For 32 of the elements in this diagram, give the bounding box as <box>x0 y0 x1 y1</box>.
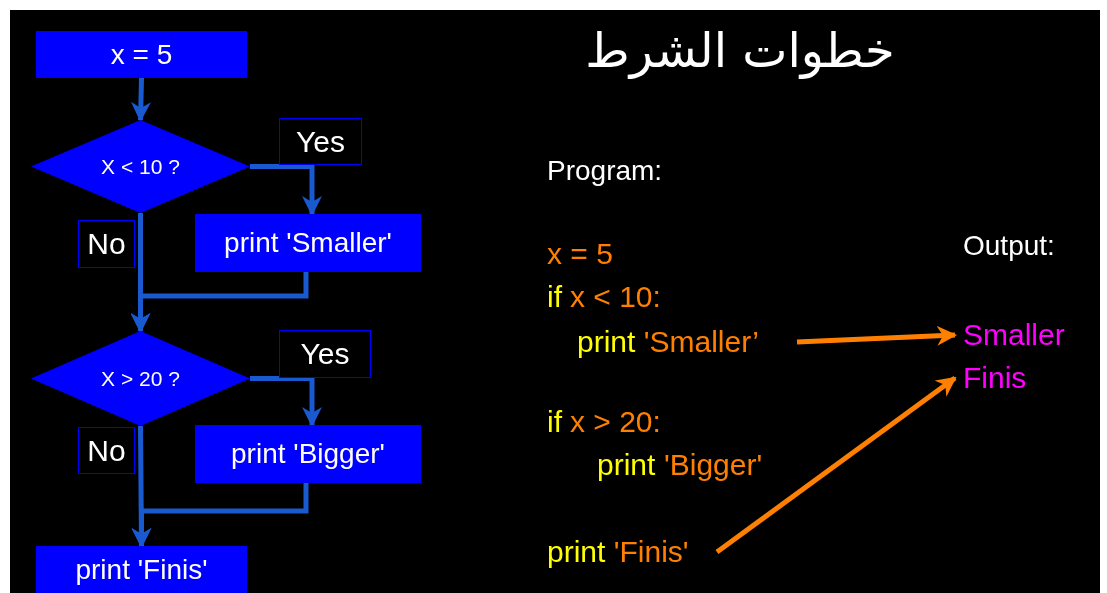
edge-label: Yes <box>279 118 362 165</box>
process-box: print 'Smaller' <box>195 214 421 272</box>
code-text: 'Finis' <box>613 535 689 569</box>
arrow <box>250 164 322 216</box>
code-text: if <box>547 405 562 439</box>
arrow <box>796 325 957 346</box>
section-heading: Output: <box>963 230 1055 262</box>
arrow <box>250 376 322 427</box>
code-text: x < 10: <box>570 280 661 314</box>
edge-label: No <box>78 220 135 268</box>
code-text: 'Bigger' <box>664 448 763 482</box>
code-text: x > 20: <box>570 405 661 439</box>
code-text: x = 5 <box>547 237 613 271</box>
process-box: x = 5 <box>36 31 247 78</box>
code-text: print <box>577 325 636 359</box>
title: خطوات الشرط <box>584 22 896 78</box>
code-text: 'Smaller’ <box>643 325 759 359</box>
decision-diamond: X < 10 ? <box>31 120 250 213</box>
section-heading: Program: <box>547 155 663 187</box>
arrow <box>715 375 957 555</box>
edge-label: Yes <box>279 330 371 378</box>
output-text: Finis <box>963 361 1027 395</box>
output-text: Smaller <box>963 318 1065 352</box>
edge-label: No <box>78 427 135 474</box>
arrow <box>130 272 309 333</box>
process-box: print 'Finis' <box>36 546 247 593</box>
code-text: if <box>547 280 562 314</box>
code-text: print <box>597 448 656 482</box>
process-box: print 'Bigger' <box>195 425 421 483</box>
arrow <box>130 77 151 122</box>
decision-diamond: X > 20 ? <box>31 331 250 426</box>
code-text: print <box>547 535 606 569</box>
